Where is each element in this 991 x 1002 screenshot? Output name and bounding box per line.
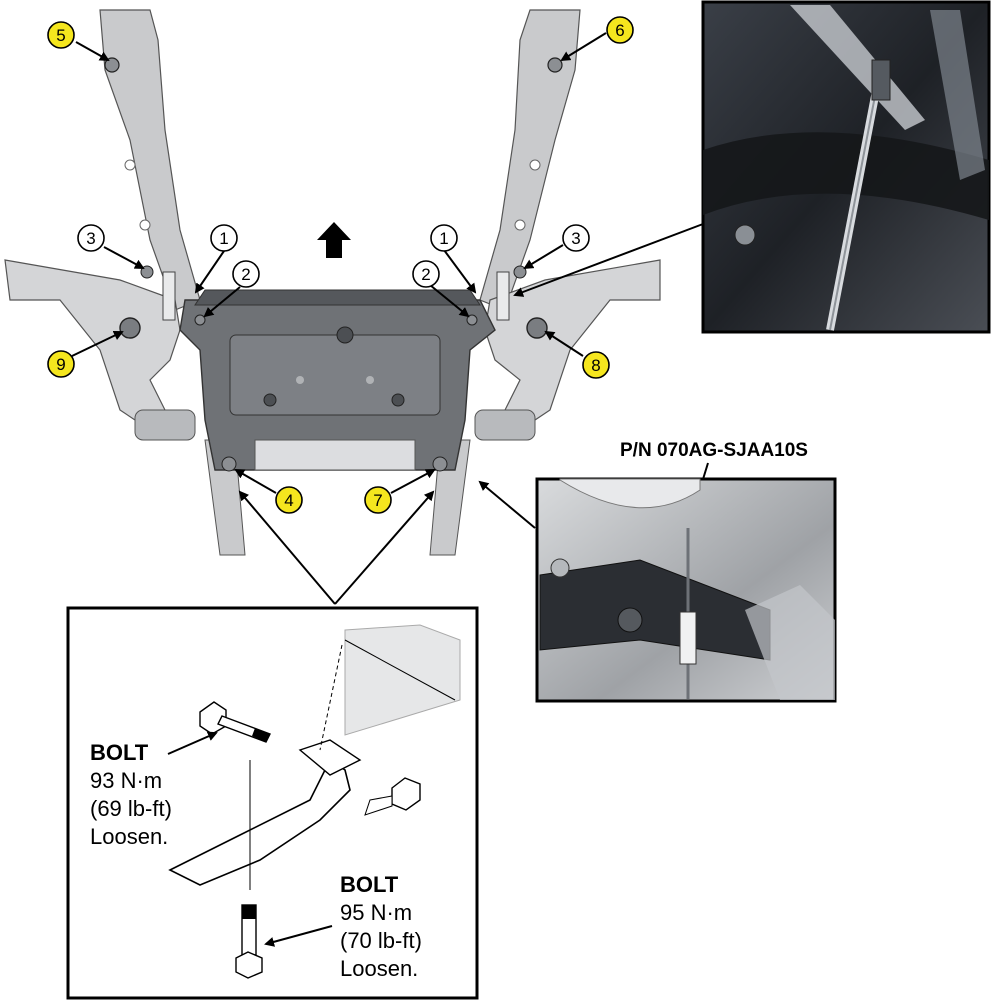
svg-text:1: 1 [219,229,228,248]
bolt-4 [221,456,237,472]
svg-text:3: 3 [571,229,580,248]
callout-6: 6 [606,16,634,44]
bolt-7 [432,456,448,472]
part-number-label: P/N 070AG-SJAA10S [620,440,808,461]
mount-hole-a [296,376,304,384]
bolt-6 [547,57,563,73]
callout-5: 5 [47,21,75,49]
callout-2-right: 2 [412,260,440,288]
nut-illustration [364,777,421,816]
svg-text:9: 9 [56,355,65,374]
bolt-bottom-torque-lbft: (70 lb-ft) [340,928,422,953]
left-bushing [134,409,196,441]
callout-1-left: 1 [210,224,238,252]
mount-left-inner [263,393,277,407]
arm-hole-l1 [124,159,136,171]
svg-text:2: 2 [421,265,430,284]
bolt-8 [526,317,548,339]
bolt-3-right [513,265,527,279]
rear-crossbar [254,439,416,471]
upper-left-arm [99,9,201,311]
svg-text:1: 1 [439,229,448,248]
mount-hole-b [366,376,374,384]
arm-hole-r1 [529,159,541,171]
top-bolt-illustration [199,701,271,743]
arm-hole-r2 [514,219,526,231]
guide-rod-left [162,271,176,321]
callout-8: 8 [582,351,610,379]
svg-text:4: 4 [284,491,293,510]
leader-lines [71,32,709,605]
front-plate [194,289,481,306]
bolt-top-torque-nm: 93 N·m [90,768,162,793]
bolt-bottom-torque-nm: 95 N·m [340,900,412,925]
detail-inset [66,606,479,1000]
bolt-bottom-action: Loosen. [340,956,418,981]
shaded-block [344,624,461,736]
subframe-illustration [4,9,661,556]
photo-guide-tool [535,477,837,703]
left-lower-arm [4,259,181,431]
bolt-3-left [140,265,154,279]
mount-right-inner [391,393,405,407]
arm-hole-l2 [139,219,151,231]
guide-rod-right [496,271,510,321]
callout-3-left: 3 [77,224,105,252]
bottom-bolt-illustration [235,904,263,979]
bolt-top-title: BOLT [90,740,149,765]
svg-text:5: 5 [56,26,65,45]
callout-7: 7 [364,486,392,514]
bolt-bottom-title: BOLT [340,872,399,897]
bolt-2-left [194,314,206,326]
photo-installed-guide [701,0,991,334]
bolt-top-torque-lbft: (69 lb-ft) [90,796,172,821]
callout-2-left: 2 [232,260,260,288]
bolt-top-action: Loosen. [90,824,168,849]
forward-direction-arrow [317,222,351,258]
bracket [168,758,351,886]
callout-9: 9 [47,350,75,378]
svg-text:6: 6 [615,21,624,40]
svg-text:3: 3 [86,229,95,248]
callout-3-right: 3 [562,224,590,252]
cross-member [229,334,441,416]
svg-text:8: 8 [591,356,600,375]
callout-1-right: 1 [430,224,458,252]
callout-4: 4 [275,486,303,514]
svg-text:7: 7 [373,491,382,510]
bolt-2-right [466,314,478,326]
right-bushing [474,409,536,441]
svg-text:2: 2 [241,265,250,284]
mount-center [336,326,354,344]
bolt-9 [119,317,141,339]
bolt-5 [104,57,120,73]
